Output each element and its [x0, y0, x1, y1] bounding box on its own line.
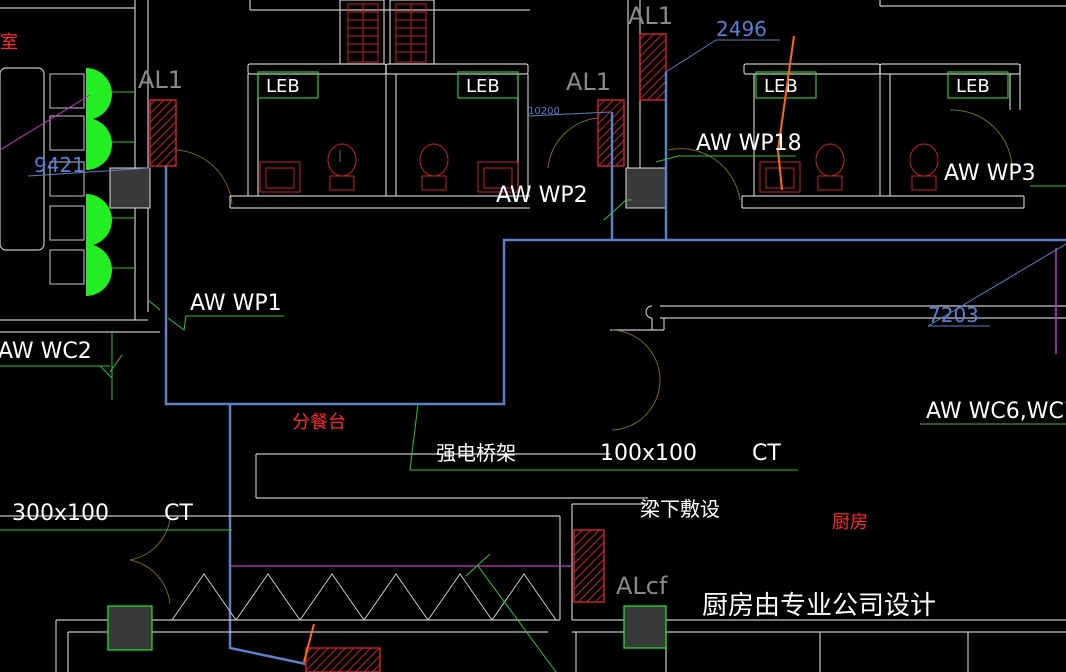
- label-tray-300: 300x100: [12, 501, 109, 526]
- leb-label-4: LEB: [956, 76, 990, 97]
- label-serving-counter: 分餐台: [292, 412, 346, 433]
- label-aw-wp18: AW WP18: [696, 131, 802, 156]
- panel-alcf[interactable]: [573, 529, 605, 603]
- label-al1-left: AL1: [138, 66, 183, 94]
- dim-10200-line: [527, 111, 611, 117]
- magenta-diagonal-left: [0, 94, 91, 151]
- leb-box-1[interactable]: [257, 71, 319, 99]
- green-leaders: [0, 155, 1066, 672]
- dim-7203-line: [927, 243, 1066, 327]
- wc2-leader-2: [99, 365, 113, 379]
- junction-box-left[interactable]: [109, 167, 151, 209]
- double-door-arcs: [611, 329, 661, 431]
- leb-box-2[interactable]: [457, 71, 519, 99]
- label-al1-mid: AL1: [566, 68, 611, 96]
- door-arc-left: [175, 149, 233, 205]
- label-kitchen-note: 厨房由专业公司设计: [702, 591, 936, 621]
- label-aw-wc2: AW WC2: [0, 339, 92, 364]
- cable-tray-route: [164, 72, 1066, 666]
- green-light-fixtures: [86, 68, 112, 296]
- junction-box-lower-right[interactable]: [623, 605, 667, 649]
- leb-box-4[interactable]: [947, 71, 1009, 99]
- label-power-tray: 强电桥架: [436, 441, 516, 465]
- label-under-beam: 梁下敷设: [640, 497, 720, 521]
- orange-conduit-top: [776, 35, 795, 191]
- label-aw-wp3: AW WP3: [944, 161, 1036, 186]
- label-al1-top: AL1: [628, 2, 673, 30]
- left-seating-fixtures: [49, 73, 85, 285]
- corridor-walls: [610, 305, 1066, 331]
- left-wall-structure: [0, 0, 160, 333]
- dim-2496: 2496: [716, 17, 767, 41]
- orange-conduit-bottom: [303, 623, 315, 663]
- label-kitchen: 厨房: [832, 512, 868, 533]
- label-ct-2: CT: [164, 501, 193, 526]
- dim-9421: 9421: [34, 153, 85, 177]
- door-arc-mid: [547, 117, 599, 169]
- top-vent-hatches: [347, 3, 427, 63]
- toilet-block-top: [229, 0, 530, 209]
- leb-label-1: LEB: [266, 76, 300, 97]
- tray-outline-lower: [0, 453, 1066, 672]
- dim-10200: 10200: [528, 106, 560, 117]
- room-label-partial: 室: [0, 32, 18, 53]
- dim-2496-line: [665, 39, 717, 73]
- dim-9421-line: [27, 167, 151, 177]
- zigzag-counter: [171, 573, 557, 621]
- panel-al1-top[interactable]: [639, 33, 667, 101]
- junction-box-mid[interactable]: [625, 167, 667, 209]
- toilet-block-right: [741, 0, 1066, 209]
- leb-label-2: LEB: [466, 76, 500, 97]
- label-aw-wc67: AW WC6,WC7: [926, 399, 1066, 424]
- label-aw-wp1: AW WP1: [190, 291, 282, 316]
- door-arc-right: [949, 109, 1013, 171]
- panel-al1-left[interactable]: [149, 99, 177, 167]
- label-alcf: ALcf: [616, 572, 668, 600]
- green-fixture-leads: [109, 91, 135, 400]
- toilet-fixtures-top: [259, 143, 519, 193]
- dim-7203: 7203: [928, 303, 979, 327]
- door-arc-lower-left-2: [129, 559, 171, 605]
- label-aw-wp2: AW WP2: [496, 183, 588, 208]
- panel-hatch-bottom[interactable]: [305, 647, 381, 672]
- junction-box-lower-left[interactable]: [107, 605, 153, 651]
- leb-label-3: LEB: [764, 76, 798, 97]
- door-arc-right-2: [667, 148, 741, 201]
- label-ct-1: CT: [752, 441, 781, 466]
- door-arc-lower-left: [129, 519, 171, 561]
- label-tray-100: 100x100: [600, 441, 697, 466]
